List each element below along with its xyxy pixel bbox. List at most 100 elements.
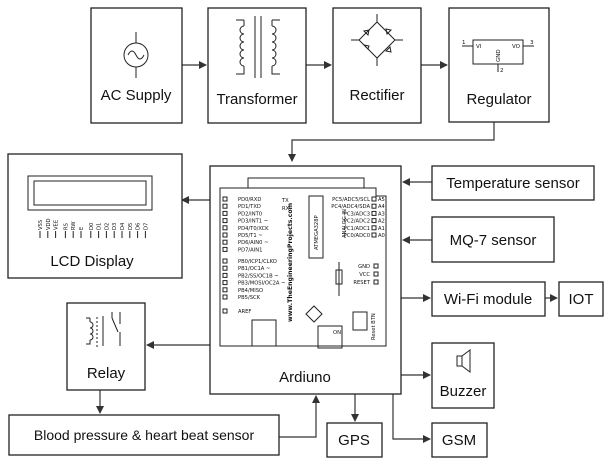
relay-block: Relay xyxy=(66,302,146,391)
analog-pin-label: PC1/ADC1 xyxy=(344,226,370,232)
regulator-block: VI VO GND 1 3 2 Regulator xyxy=(448,7,550,123)
connectors xyxy=(96,61,558,443)
analog-pin-label: PC0/ADC0 xyxy=(344,233,370,239)
header-pin xyxy=(222,232,228,238)
temperature-sensor-label: Temperature sensor xyxy=(446,175,579,192)
transformer-icon xyxy=(236,16,280,78)
regulator-pin2: 2 xyxy=(500,68,504,74)
header-pin xyxy=(222,203,228,209)
ac-supply-block: AC Supply xyxy=(90,7,183,124)
analog-pin-number: A5 xyxy=(378,197,385,203)
lcd-pin-label: D1 xyxy=(97,223,103,230)
rectifier-label: Rectifier xyxy=(349,87,404,104)
digital-pin-label: PB1/OC1A ~ xyxy=(238,266,270,272)
digital-pin-label: PD3/INT1 ~ xyxy=(238,219,268,225)
regulator-label: Regulator xyxy=(466,91,531,108)
tx-label: TX xyxy=(281,198,289,204)
bp-sensor-label: Blood pressure & heart beat sensor xyxy=(34,427,255,443)
arrow-arduino-to-gsm xyxy=(392,394,431,443)
iot-label: IOT xyxy=(569,291,594,308)
header-pin xyxy=(371,203,377,209)
gsm-block: GSM xyxy=(431,422,488,458)
regulator-vo-label: VO xyxy=(512,44,521,50)
digital-pin-label: PD2/INT0 xyxy=(238,211,262,217)
relay-icon xyxy=(86,312,121,347)
transformer-label: Transformer xyxy=(216,91,297,108)
analog-pin-number: A0 xyxy=(378,233,385,239)
header-pin xyxy=(371,210,377,216)
arrow-regulator-to-arduino xyxy=(288,122,495,162)
arduino-label: Ardiuno xyxy=(279,369,331,386)
mq7-sensor-label: MQ-7 sensor xyxy=(450,232,537,249)
header-pin xyxy=(373,279,379,285)
analog-pin-label: PC5/ADC5/SCL xyxy=(332,197,370,203)
header-pin xyxy=(373,263,379,269)
transformer-block: Transformer xyxy=(207,7,307,124)
digital-pin-label: PB5/SCK xyxy=(238,295,261,301)
sine-wave-icon xyxy=(127,50,145,60)
power-jack xyxy=(251,319,277,347)
regulator-pin1: 1 xyxy=(462,40,466,46)
analog-pin-label: PC4/ADC4/SDA xyxy=(331,204,370,210)
wifi-module-block: Wi-Fi module xyxy=(431,281,546,317)
regulator-symbol: VI VO GND 1 3 2 xyxy=(462,39,534,74)
iot-block: IOT xyxy=(558,281,604,317)
atmega-chip xyxy=(308,195,324,259)
header-pin xyxy=(222,294,228,300)
header-pin xyxy=(222,246,228,252)
lcd-pin-label: E xyxy=(79,227,85,230)
digital-pin-label: PB0/ICP1/CLKO xyxy=(238,259,277,265)
header-pin xyxy=(222,280,228,286)
arrow-bp-sensor-to-arduino xyxy=(279,395,320,438)
on-label: ON xyxy=(333,330,341,336)
analog-pin-number: A2 xyxy=(378,219,385,225)
temperature-sensor-block: Temperature sensor xyxy=(431,165,595,201)
analog-pin-number: A3 xyxy=(378,211,385,217)
header-pin xyxy=(222,239,228,245)
rectifier-block: Rectifier xyxy=(332,7,422,124)
gsm-label: GSM xyxy=(442,432,476,449)
digital-pin-label: PB2/SS/OC1B ~ xyxy=(238,273,279,279)
header-pin xyxy=(222,210,228,216)
led-component xyxy=(305,305,323,323)
gps-block: GPS xyxy=(326,422,383,458)
buzzer-block: Buzzer xyxy=(431,342,495,409)
lcd-pin-label: D5 xyxy=(128,223,134,230)
lcd-pin-label: VSS xyxy=(38,220,44,230)
lcd-pin-label: D2 xyxy=(104,223,110,230)
website-label: www.TheEngineeringProjects.com xyxy=(287,203,294,322)
power-pin-label: RESET xyxy=(353,280,370,286)
lcd-pin-label: D0 xyxy=(89,223,95,230)
lcd-pin-label: RW xyxy=(71,221,77,230)
header-pin xyxy=(371,196,377,202)
digital-pin-label: PB4/MISO xyxy=(238,288,263,294)
mq7-sensor-block: MQ-7 sensor xyxy=(431,216,555,263)
analog-pin-label: PC3/ADC3 xyxy=(344,211,370,217)
buzzer-icon xyxy=(456,349,471,373)
regulator-vi-label: VI xyxy=(476,44,482,50)
chip-label: ATMEGA328P xyxy=(314,215,320,250)
regulator-pin3: 3 xyxy=(530,40,534,46)
header-pin xyxy=(371,225,377,231)
buzzer-label: Buzzer xyxy=(440,383,487,400)
digital-pin-label: PD6/AIN0 ~ xyxy=(238,240,268,246)
bp-sensor-block: Blood pressure & heart beat sensor xyxy=(8,414,280,456)
header-pin xyxy=(371,232,377,238)
analog-pin-number: A4 xyxy=(378,204,386,210)
lcd-pin-label: D4 xyxy=(120,222,126,230)
lcd-pin-label: VDD xyxy=(46,218,52,230)
digital-pin-label: PD0/RXD xyxy=(238,197,261,203)
digital-pin-label: PD5/T1 ~ xyxy=(238,233,263,239)
lcd-screen xyxy=(27,175,153,211)
reset-btn-label: Reset BTN xyxy=(371,313,377,340)
wifi-module-label: Wi-Fi module xyxy=(444,291,532,308)
relay-label: Relay xyxy=(87,365,126,382)
rx-label: RX xyxy=(282,206,290,212)
